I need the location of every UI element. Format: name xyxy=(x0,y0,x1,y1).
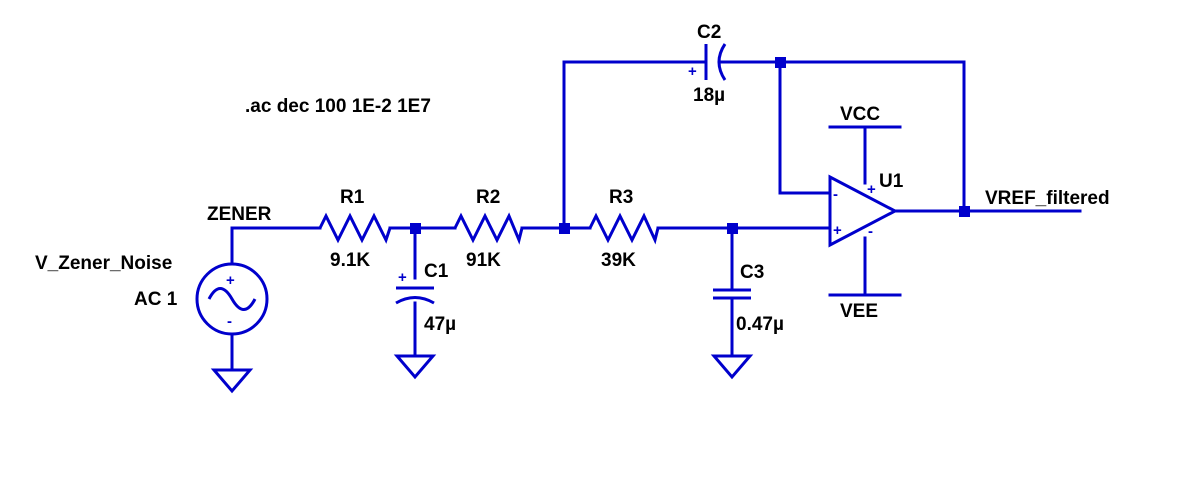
junctions xyxy=(410,57,970,234)
resistor-r2[interactable] xyxy=(453,212,524,245)
ground-icon xyxy=(210,368,254,394)
sine-wave-icon xyxy=(207,287,257,311)
junction-dot xyxy=(959,206,970,217)
source-symbol xyxy=(195,262,269,336)
junction-dot xyxy=(410,223,421,234)
junction-dot xyxy=(727,223,738,234)
c2-name-label: C2 xyxy=(697,22,721,43)
capacitor-c2[interactable]: + xyxy=(688,43,727,81)
c1-name-label: C1 xyxy=(424,261,449,282)
minus-sign-icon: - xyxy=(227,313,232,330)
opamp-u1[interactable]: - + + - xyxy=(828,174,899,248)
polarity-plus-icon: + xyxy=(688,63,697,80)
r3-value-label: 39K xyxy=(601,250,636,271)
c1-plate-bottom xyxy=(395,296,435,305)
c3-value-label: 0.47µ xyxy=(736,314,784,335)
capacitor-c1[interactable]: + xyxy=(395,269,435,305)
wire-inverting-feedback xyxy=(778,60,832,195)
ground-icon xyxy=(393,354,437,380)
u1-name-label: U1 xyxy=(879,171,904,192)
capacitor-c3[interactable] xyxy=(713,288,751,300)
r1-value-label: 9.1K xyxy=(330,250,370,271)
net-label-vee: VEE xyxy=(840,301,878,322)
ac-voltage-source[interactable]: + - xyxy=(195,262,269,336)
r3-name-label: R3 xyxy=(609,187,633,208)
r1-name-label: R1 xyxy=(340,187,365,208)
junction-dot xyxy=(559,223,570,234)
opamp-triangle xyxy=(828,174,899,248)
source-value-label: AC 1 xyxy=(134,289,178,310)
wire-feedback-c2-left xyxy=(562,60,708,230)
c1-value-label: 47µ xyxy=(424,314,456,335)
c2-value-label: 18µ xyxy=(693,85,725,106)
inverting-input-minus-icon: - xyxy=(833,186,838,203)
plus-sign-icon: + xyxy=(226,272,235,289)
resistor-r3[interactable] xyxy=(588,212,660,245)
net-label-vcc: VCC xyxy=(840,104,880,125)
r2-value-label: 91K xyxy=(466,250,501,271)
r2-name-label: R2 xyxy=(476,187,500,208)
supply-minus-icon: - xyxy=(868,223,873,240)
wire-c2-output xyxy=(720,60,966,213)
supply-plus-icon: + xyxy=(867,181,876,198)
junction-dot xyxy=(775,57,786,68)
polarity-plus-icon: + xyxy=(398,269,407,286)
ground-icon xyxy=(710,354,754,380)
net-label-output: VREF_filtered xyxy=(985,188,1110,209)
resistor-r1[interactable] xyxy=(318,212,392,244)
c2-plate-right xyxy=(717,43,727,81)
source-name-label: V_Zener_Noise xyxy=(35,253,172,274)
wires xyxy=(230,60,1082,372)
noninverting-input-plus-icon: + xyxy=(833,222,842,239)
net-label-zener: ZENER xyxy=(207,204,272,225)
c3-name-label: C3 xyxy=(740,262,764,283)
simulation-directive: .ac dec 100 1E-2 1E7 xyxy=(245,96,431,117)
